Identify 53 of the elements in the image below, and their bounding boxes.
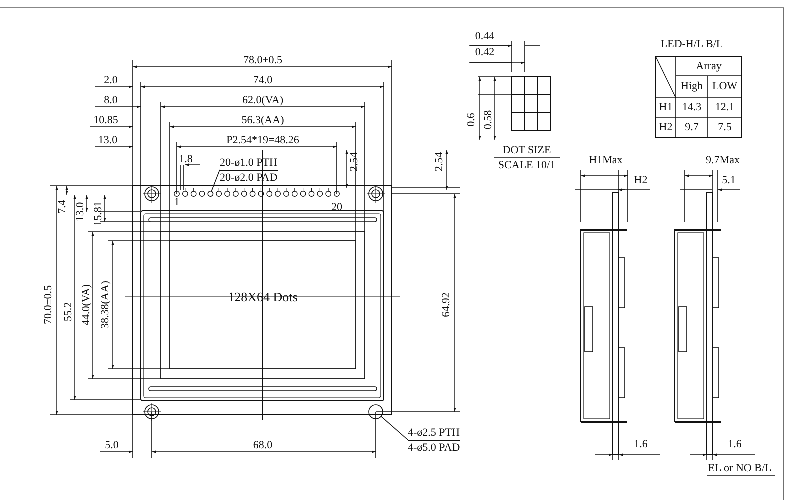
dimension-label: H1Max [589, 156, 623, 166]
table-title: LED-H/L B/L [660, 40, 724, 50]
dimension-label: 2.0 [104, 76, 118, 86]
dimension-label: 8.0 [104, 96, 118, 106]
dimension-label: 0.58 [484, 110, 494, 130]
table-cell: 7.5 [718, 122, 732, 134]
dimension-label: 0.42 [475, 48, 495, 58]
dimension-label: 13.0 [76, 202, 86, 222]
dimension-label: 5.0 [105, 440, 119, 452]
dimension-label: 74.0 [253, 76, 273, 86]
view-note: SCALE 10/1 [498, 160, 556, 172]
mounting-hole [368, 404, 384, 420]
dimension-label: 10.85 [94, 116, 118, 126]
dimension-label: 9.7Max [706, 156, 740, 166]
view-title: EL or NO B/L [708, 464, 772, 474]
callout-text: 4-ø2.5 PTH [408, 426, 460, 441]
dimension-label: 0.6 [466, 113, 478, 127]
dimension-label: 64.92 [442, 292, 452, 318]
pin-number: 1 [174, 198, 180, 208]
table-cell: H1 [659, 102, 673, 114]
dimension-label: 0.44 [475, 32, 495, 42]
callout-text: 4-ø5.0 PAD [408, 441, 460, 455]
dimension-label: 44.0(VA) [82, 284, 92, 326]
table-cell: LOW [712, 82, 738, 92]
dimension-label: 70.0±0.5 [44, 285, 54, 325]
pin-pad [208, 191, 214, 197]
dimension-label: 78.0±0.5 [243, 56, 283, 66]
dimension-label: 38.38(AA) [100, 281, 112, 329]
dimension-label: 2.54 [350, 152, 360, 172]
dimension-label: 15.81 [94, 202, 104, 226]
dimension-label: 7.4 [58, 200, 68, 214]
dimension-label: 13.0 [98, 136, 118, 146]
dimension-label: 62.0(VA) [242, 96, 284, 106]
dimension-label: 68.0 [253, 440, 273, 452]
dimension-label: 1.8 [179, 154, 193, 166]
table-cell: 12.1 [715, 102, 735, 114]
table-cell: 9.7 [685, 122, 699, 134]
pin-number: 20 [332, 202, 342, 214]
leader-line [211, 170, 220, 192]
dimension-label: 2.54 [434, 152, 446, 172]
dimension-label: P2.54*19=48.26 [226, 136, 300, 146]
table-cell: Array [696, 62, 722, 72]
view-title: DOT SIZE [502, 146, 552, 156]
dimension-label: 1.6 [634, 440, 648, 450]
table-cell: High [681, 82, 703, 92]
dimension-label: 5.1 [722, 176, 736, 186]
table-cell: 14.3 [682, 102, 702, 114]
dimension-label: 56.3(AA) [242, 116, 284, 126]
dimension-label: 55.2 [64, 302, 74, 322]
dimension-label: H2 [634, 176, 648, 186]
dimension-label: 1.6 [728, 440, 742, 450]
leader-line [380, 416, 408, 440]
table-cell: H2 [659, 122, 673, 134]
